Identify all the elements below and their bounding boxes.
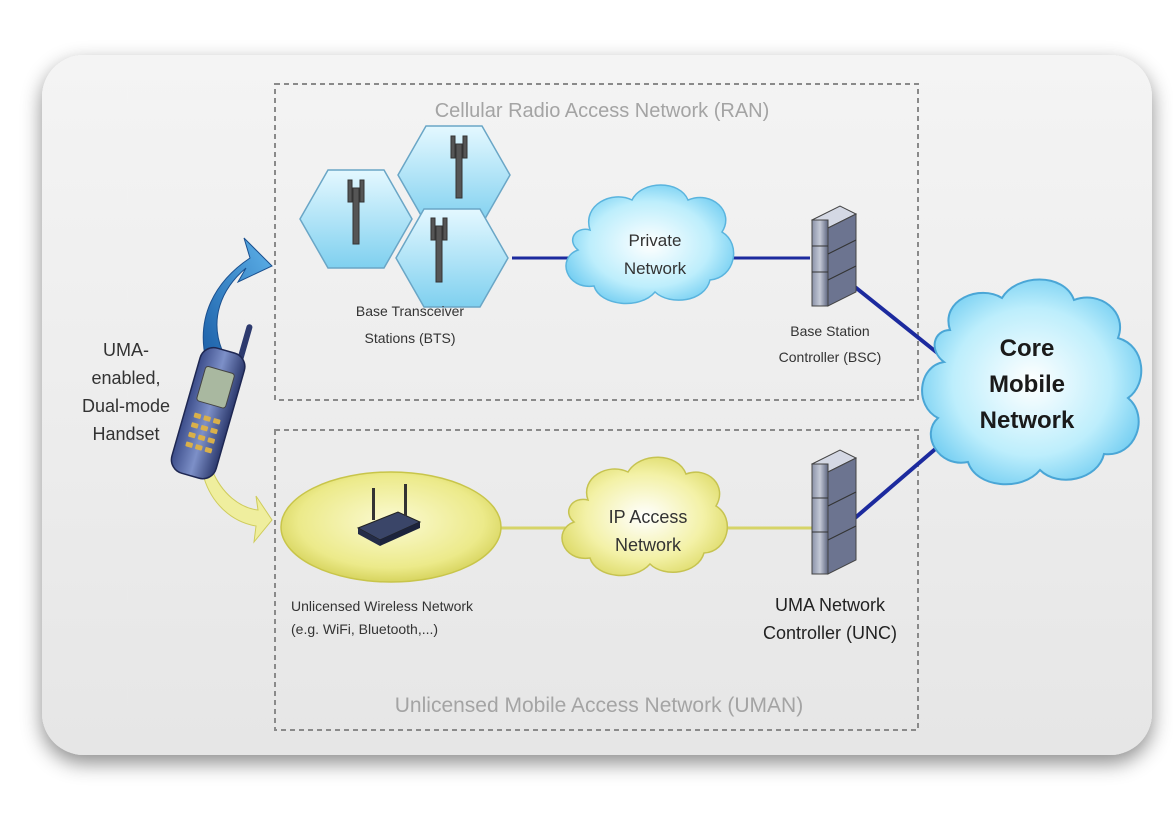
- ip-access-label-line2: Network: [615, 535, 682, 555]
- private-network-label-line1: Private: [629, 231, 682, 250]
- handset-label-line3: Dual-mode: [82, 396, 170, 416]
- mobile-phone-icon: [170, 324, 253, 480]
- ip-access-cloud: [561, 456, 729, 577]
- core-label-line1: Core: [1000, 335, 1055, 362]
- ran-dashed-box: [274, 83, 919, 401]
- core-label-line2: Mobile: [989, 371, 1065, 398]
- bts-label-line1: Base Transceiver: [356, 303, 464, 319]
- private-network-cloud: [565, 184, 735, 305]
- arrow-to-ran: [202, 237, 273, 361]
- link-unc-core: [853, 443, 942, 520]
- bsc-label-line1: Base Station: [790, 323, 869, 339]
- handset-label-line2: enabled,: [91, 368, 160, 388]
- uman-dashed-box: [274, 429, 919, 731]
- wireless-label-line2: (e.g. WiFi, Bluetooth,...): [291, 621, 438, 637]
- uman-title: Unlicensed Mobile Access Network (UMAN): [395, 694, 803, 717]
- wireless-label-line1: Unlicensed Wireless Network: [291, 598, 474, 614]
- handset-label-line1: UMA-: [103, 340, 149, 360]
- unc-label-line2: Controller (UNC): [763, 623, 897, 643]
- ran-title: Cellular Radio Access Network (RAN): [435, 100, 770, 122]
- ip-access-label-line1: IP Access: [609, 507, 688, 527]
- cell-tower-icon: [347, 135, 468, 283]
- private-network-label-line2: Network: [624, 259, 687, 278]
- server-rack-icon: [810, 205, 858, 307]
- bts-label-line2: Stations (BTS): [364, 330, 455, 346]
- wifi-router-icon: [356, 484, 422, 546]
- handset-label-line4: Handset: [92, 424, 159, 444]
- server-rack-icon: [810, 449, 858, 575]
- core-label-line3: Network: [980, 407, 1075, 434]
- bts-hex-cluster: [299, 125, 511, 308]
- bts-hex-bottom: [395, 208, 509, 308]
- bsc-label-line2: Controller (BSC): [779, 349, 882, 365]
- unc-label-line1: UMA Network: [775, 595, 886, 615]
- arrow-to-uman: [203, 469, 273, 544]
- link-bsc-core: [853, 285, 942, 357]
- core-network-cloud: [921, 278, 1143, 486]
